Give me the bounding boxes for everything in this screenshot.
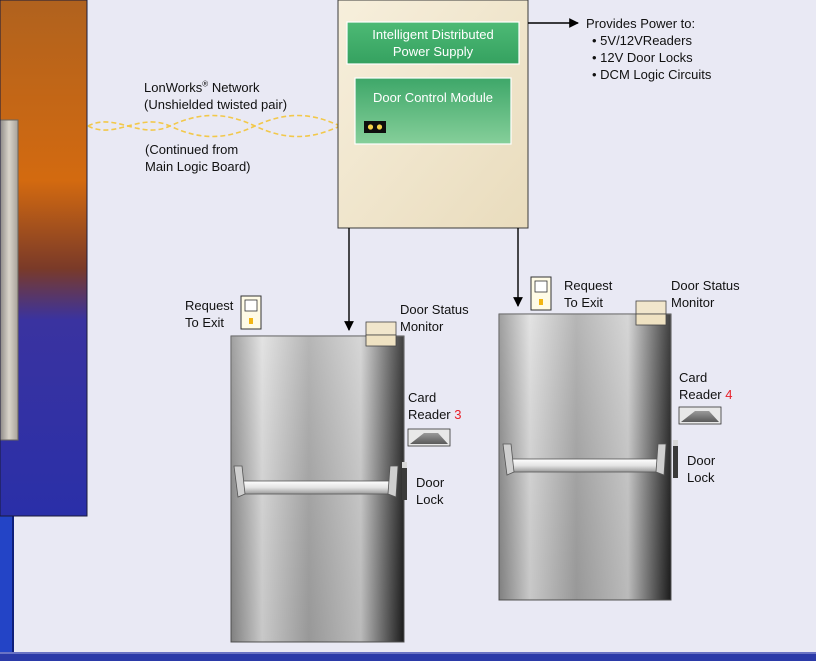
provides-item-3: • DCM Logic Circuits	[592, 67, 712, 82]
door3-reader-word: Reader	[408, 407, 451, 422]
door4-request-line1: Request	[564, 278, 613, 293]
dcm-label: Door Control Module	[373, 90, 493, 105]
door4-status-monitor-icon	[635, 300, 667, 315]
door3-reader-number: 3	[454, 407, 462, 422]
door3-status-monitor-icon	[365, 321, 397, 336]
door4-status-line1: Door Status	[671, 278, 740, 293]
door3-request-to-exit-icon	[240, 295, 262, 330]
door3-request-line1: Request	[185, 298, 234, 313]
door3-reader-line2: Reader 3	[408, 406, 462, 423]
door4-push-bar-icon	[502, 443, 667, 476]
door3-lock-icon	[402, 462, 407, 500]
registered-mark: ®	[202, 79, 209, 89]
door4-status-line2: Monitor	[671, 295, 715, 310]
provides-title: Provides Power to:	[586, 16, 696, 31]
door3-request-line2: To Exit	[185, 315, 225, 330]
door4-reader-number: 4	[725, 387, 733, 402]
door-control-module-box	[354, 77, 512, 145]
provides-item-2: • 12V Door Locks	[592, 50, 693, 65]
door3-status-line1: Door Status	[400, 302, 469, 317]
door4-lock-line2: Lock	[687, 470, 715, 485]
door4-reader-word: Reader	[679, 387, 722, 402]
door4-reader-line1: Card	[679, 370, 708, 385]
continued-line1: (Continued from	[145, 142, 239, 157]
frame-bottom-border	[0, 654, 816, 661]
door3-lock-line2: Lock	[416, 492, 444, 507]
door3-lock-line1: Door	[416, 475, 445, 490]
network-connector-icon	[364, 121, 386, 133]
door3-status-line2: Monitor	[400, 319, 444, 334]
power-supply-cabinet	[337, 0, 529, 229]
door3-reader-line1: Card	[408, 390, 437, 405]
network-word: Network	[208, 80, 260, 95]
door4-request-line2: To Exit	[564, 295, 604, 310]
door4-request-to-exit-icon	[530, 276, 552, 311]
door3-push-bar-icon	[233, 465, 399, 498]
continued-line2: Main Logic Board)	[145, 159, 251, 174]
door4-lock-icon	[673, 440, 678, 478]
product-photo	[0, 0, 88, 517]
door3-card-reader-icon	[407, 428, 451, 447]
network-name: LonWorks	[144, 80, 203, 95]
network-label: LonWorks® Network	[144, 79, 260, 96]
power-supply-box	[346, 21, 520, 65]
door4-reader-line2: Reader 4	[679, 386, 733, 403]
door3	[230, 295, 451, 643]
power-supply-label: Intelligent Distributed Power Supply	[347, 26, 519, 60]
door4	[498, 276, 722, 601]
power-supply-line1: Intelligent Distributed	[372, 27, 494, 42]
network-cable-type: (Unshielded twisted pair)	[144, 97, 288, 112]
power-supply-line2: Power Supply	[392, 44, 474, 59]
provides-item-1: • 5V/12VReaders	[592, 33, 692, 48]
door4-lock-line1: Door	[687, 453, 716, 468]
door4-card-reader-icon	[678, 406, 722, 425]
lonworks-cable	[87, 114, 373, 138]
